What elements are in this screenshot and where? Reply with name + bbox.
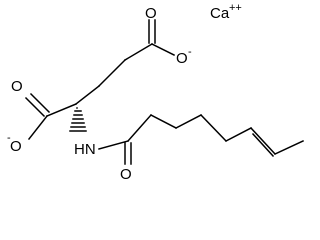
bond-left-carbonyl-b	[29, 92, 51, 114]
charge-o-top-anion: -	[188, 46, 192, 58]
charge-ca: ++	[229, 2, 242, 14]
atom-o-top-carbonyl: O	[145, 5, 157, 22]
bond-layer	[24, 19, 304, 165]
bond-chain-3	[174, 113, 203, 130]
bond-ch2-alpha	[74, 84, 101, 106]
bond-alpha-left-c	[46, 103, 77, 117]
bond-chain-4	[199, 113, 228, 143]
bond-alkene-tail	[274, 140, 304, 155]
bond-ch2-ch2	[97, 58, 127, 88]
bond-chain-1	[126, 113, 153, 143]
bond-left-c-ominus	[27, 114, 49, 141]
bond-top-c-ch2	[123, 42, 154, 62]
bond-top-c-ominus	[150, 42, 176, 57]
atom-amide-o: O	[120, 166, 132, 183]
atom-o-left-carbonyl: O	[11, 78, 23, 95]
counterion-ca: Ca	[210, 5, 230, 22]
bond-chain-5	[224, 126, 253, 143]
bond-chain-2	[149, 113, 178, 130]
atom-o-top-anion: O	[176, 50, 188, 67]
atom-o-left-anion: O	[10, 138, 22, 155]
bond-n-amide-c	[98, 140, 129, 150]
bond-alkene-b	[251, 132, 275, 158]
atom-amide-n: HN	[74, 141, 96, 158]
bond-left-carbonyl-a	[24, 96, 46, 118]
bond-alpha-n-hashed	[69, 107, 87, 132]
charge-o-left-anion: -	[7, 132, 11, 144]
bond-alkene-a	[249, 126, 277, 156]
molecule-structure: O O - O O - HN O Ca ++	[7, 2, 304, 183]
